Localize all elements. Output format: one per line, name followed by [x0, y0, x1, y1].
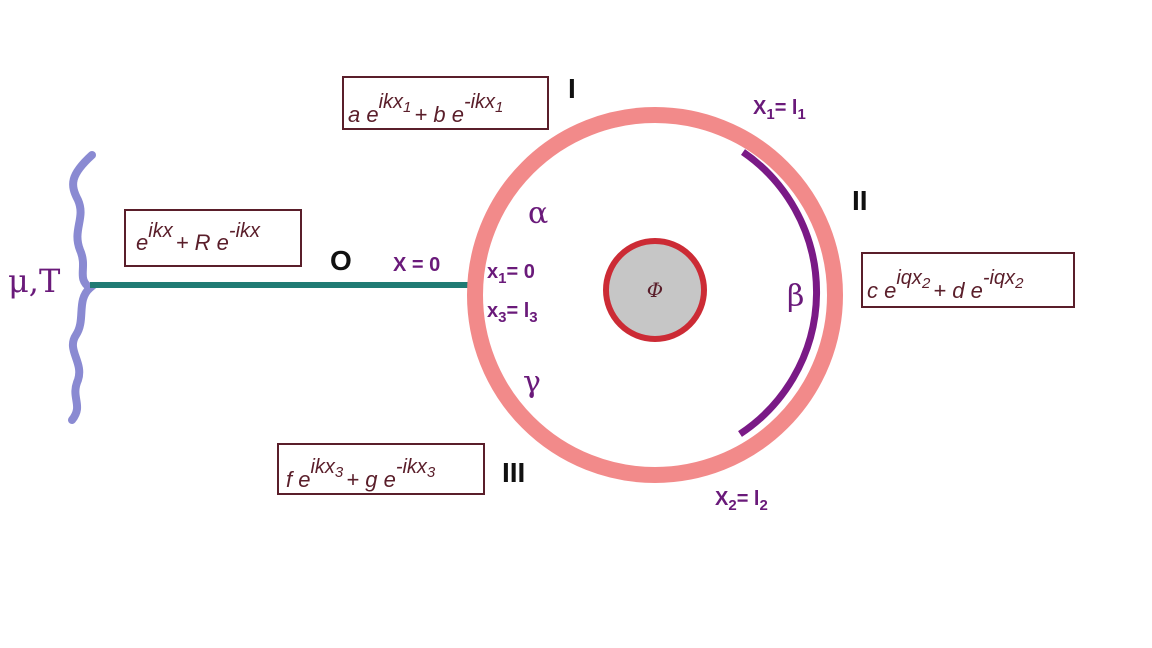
arm-two-formula-exp1: iqx [896, 267, 923, 289]
beta-label: β [787, 279, 804, 314]
arm-three-formula-box [277, 443, 485, 495]
x3-l3-var: x [487, 300, 498, 322]
region-three-label: III [502, 457, 525, 488]
arm-two-formula-exp1-sub: 2 [921, 275, 931, 292]
arm-one-formula-exp1: ikx [379, 91, 404, 113]
x2-l2-var: X [715, 488, 729, 510]
arm-one-formula-c1: a e [348, 102, 379, 127]
arm-one-formula-exp2-sub: 1 [495, 99, 503, 116]
arm-three-formula-exp2-sub: 3 [427, 464, 436, 481]
reservoir-wavy-line [68, 151, 97, 424]
x2-l2-sub: 2 [728, 497, 736, 514]
x-zero-label: X = 0 [393, 254, 440, 276]
alpha-label: α [528, 196, 548, 231]
origin-label: O [330, 245, 352, 276]
lead-formula-exp2: -ikx [229, 220, 261, 242]
arm-three-formula: f eikx3+ g e-ikx3 [286, 456, 436, 492]
lead-formula-mid: + R e [176, 230, 229, 255]
x1-zero-var: x [487, 261, 498, 283]
arm-one-formula-exp2: -ikx [464, 91, 496, 113]
arm-two-formula-box [861, 252, 1075, 308]
x1-zero-label: x1= 0 [487, 261, 535, 287]
arm-two-formula-exp2: -iqx [983, 267, 1016, 289]
x3-l3-rhs-sub: 3 [529, 309, 537, 326]
beta-arc [738, 149, 821, 437]
arm-three-formula-exp1: ikx [310, 456, 335, 478]
lead-formula: eikx+ R e-ikx [136, 220, 261, 255]
lead-formula-exp1: ikx [148, 220, 173, 242]
x1-l1-sub: 1 [766, 106, 774, 123]
x2-l2-rhs: = l [737, 488, 760, 510]
arm-two-formula-exp2-sub: 2 [1014, 275, 1024, 292]
arm-two-formula: c eiqx2+ d e-iqx2 [867, 267, 1024, 303]
x2-l2-rhs-sub: 2 [759, 497, 767, 514]
x2-l2-label: X2= l2 [715, 488, 768, 514]
arm-two-formula-c1: c e [867, 278, 896, 303]
ring [467, 107, 843, 483]
x3-l3-label: x3= l3 [487, 300, 538, 326]
region-one-label: I [568, 73, 576, 104]
x1-zero-rhs: = 0 [506, 261, 534, 283]
x1-l1-rhs-sub: 1 [797, 106, 805, 123]
arm-three-formula-exp2: -ikx [396, 456, 428, 478]
arm-one-formula-box [342, 76, 549, 130]
x1-l1-label: X1= l1 [753, 97, 806, 123]
lead-formula-base: e [136, 230, 148, 255]
lead-formula-box [124, 209, 302, 267]
flux-core [603, 238, 707, 342]
arm-three-formula-exp1-sub: 3 [335, 464, 344, 481]
x3-l3-sub: 3 [498, 309, 506, 326]
arm-one-formula: a eikx1+ b e-ikx1 [348, 91, 503, 127]
x3-l3-rhs: = l [506, 300, 529, 322]
arm-three-formula-mid: + g e [346, 467, 396, 492]
reservoir-label: μ,T [8, 262, 61, 300]
region-two-label: II [852, 185, 868, 216]
arm-one-formula-mid: + b e [414, 102, 464, 127]
flux-label: Φ [647, 278, 663, 302]
x1-zero-sub: 1 [498, 270, 506, 287]
arm-two-formula-mid: + d e [933, 278, 983, 303]
gamma-label: γ [523, 365, 541, 400]
x1-l1-rhs: = l [775, 97, 798, 119]
arm-one-formula-exp1-sub: 1 [403, 99, 411, 116]
arm-three-formula-c1: f e [286, 467, 310, 492]
x1-l1-var: X [753, 97, 767, 119]
